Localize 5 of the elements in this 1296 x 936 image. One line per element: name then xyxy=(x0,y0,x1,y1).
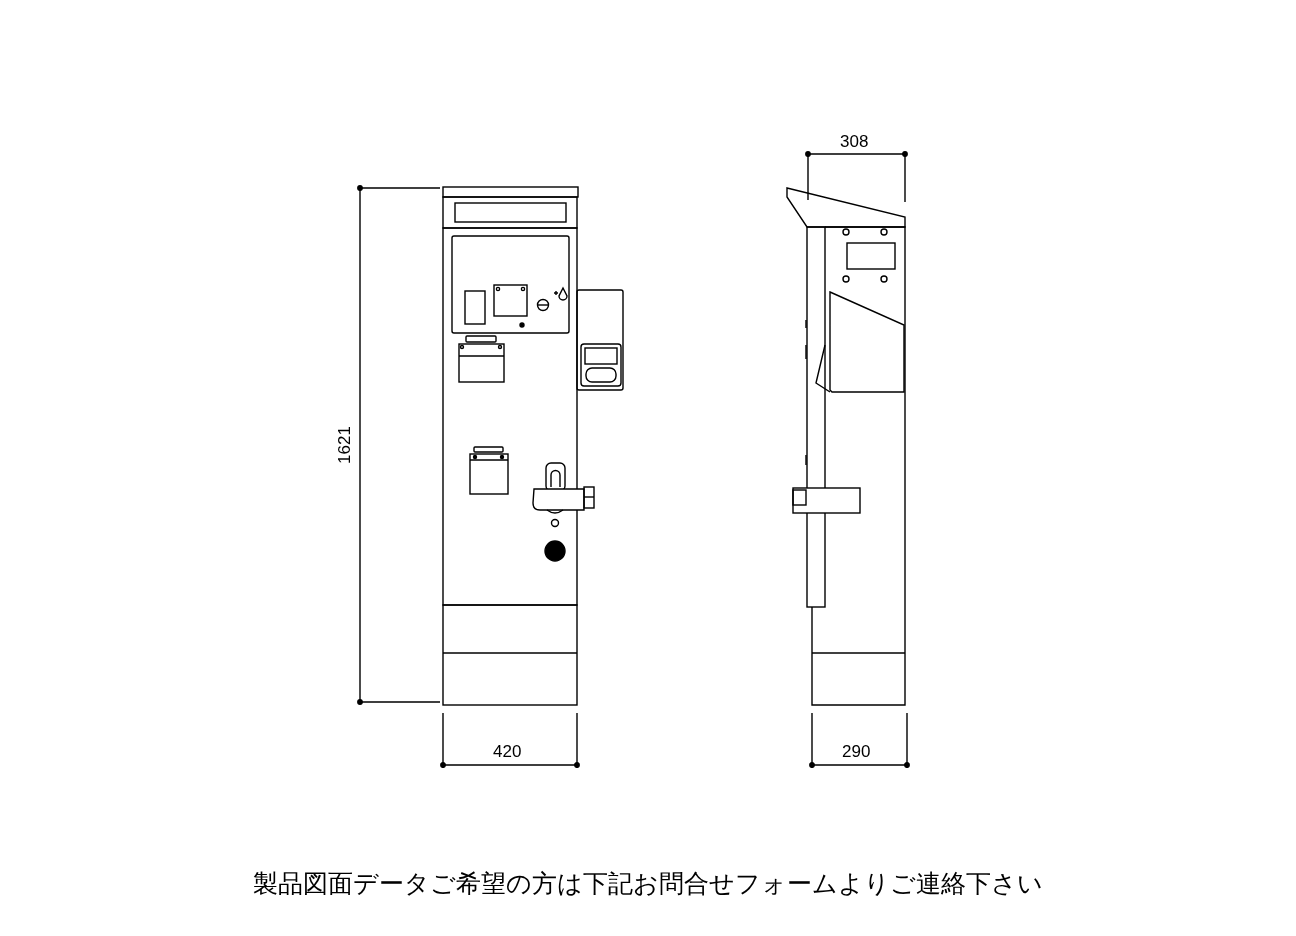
dimension-label: 290 xyxy=(842,742,871,762)
dimension-label: 420 xyxy=(493,742,522,762)
caption: 製品図面データご希望の方は下記お問合せフォームよりご連絡下さい xyxy=(253,868,1043,900)
dimension-label: 308 xyxy=(840,132,869,152)
dimension-label: 1621 xyxy=(334,426,355,464)
